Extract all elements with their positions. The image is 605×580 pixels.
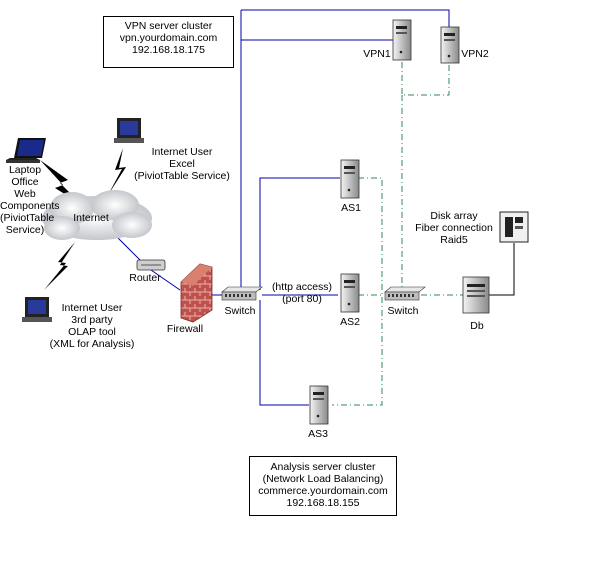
server-vpn2-icon [440,26,460,64]
router-label: Router [129,272,161,284]
switch-left-icon [221,286,263,301]
laptop-icon [6,138,46,163]
http-access-line2: (port 80) [282,293,322,305]
excel-user-label: Internet User Excel (PiviotTable Service… [128,146,236,182]
router-icon [136,259,166,271]
http-access-line1: (http access) [271,281,333,293]
olap-user-label: Internet User 3rd party OLAP tool (XML f… [42,302,142,350]
analysis-cluster-subtitle: (Network Load Balancing) [262,473,384,485]
analysis-cluster-domain: commerce.yourdomain.com [258,485,388,497]
http-access-label: (http access) (port 80) [268,281,336,305]
laptop-line6: Service) [5,224,45,236]
vpn1-label: VPN1 [363,48,391,60]
laptop-line1: Laptop [8,164,42,176]
db-label: Db [470,320,484,332]
server-as1-icon [340,159,360,199]
vpn-cluster-box: VPN server cluster vpn.yourdomain.com 19… [103,16,234,68]
analysis-cluster-title: Analysis server cluster [270,461,376,473]
olap-line1: Internet User [61,302,123,314]
server-vpn1-icon [392,19,412,61]
server-as2-icon [340,273,360,313]
analysis-cluster-ip: 192.168.18.155 [286,497,360,509]
internet-links [40,148,126,290]
disk-array-icon [499,211,529,243]
disk-array-label: Disk array Fiber connection Raid5 [413,210,495,246]
db-disk-link [489,243,515,296]
desktop-excel-icon [114,118,144,143]
excel-line1: Internet User [151,146,213,158]
analysis-cluster-box: Analysis server cluster (Network Load Ba… [249,456,397,516]
as2-label: AS2 [340,316,360,328]
switch-left-label: Switch [224,305,256,317]
laptop-line3: Web [14,188,36,200]
laptop-line4: Components [0,200,60,212]
olap-line3: OLAP tool [68,326,116,338]
internet-cloud [42,190,152,240]
as3-label: AS3 [308,428,328,440]
as1-label: AS1 [341,202,361,214]
public-links [117,9,450,406]
switch-right-icon [384,286,426,301]
disk-array-line2: Fiber connection [415,222,493,234]
vpn2-label: VPN2 [461,48,489,60]
server-db-icon [462,276,490,314]
laptop-line5: (PiviotTable [0,212,55,224]
vpn-cluster-title: VPN server cluster [124,20,213,32]
olap-line2: 3rd party [71,314,113,326]
disk-array-line1: Disk array [430,210,478,222]
private-links [332,62,463,406]
excel-line3: (PiviotTable Service) [134,170,230,182]
switch-right-label: Switch [387,305,419,317]
laptop-user-label: Laptop Office Web Components (PiviotTabl… [0,164,60,236]
disk-array-line3: Raid5 [440,234,468,246]
internet-label: Internet [73,212,109,224]
vpn-cluster-domain: vpn.yourdomain.com [119,32,218,44]
excel-line2: Excel [169,158,195,170]
laptop-line2: Office [11,176,39,188]
vpn-cluster-ip: 192.168.18.175 [132,44,205,56]
server-as3-icon [309,385,329,425]
firewall-icon [180,263,213,323]
firewall-label: Firewall [166,323,204,335]
desktop-olap-icon [22,297,52,322]
olap-line4: (XML for Analysis) [49,338,135,350]
